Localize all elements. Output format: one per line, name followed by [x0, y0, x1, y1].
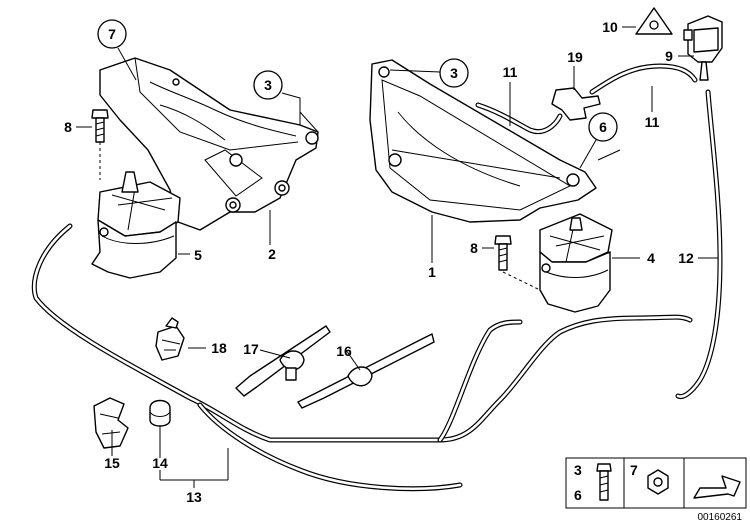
hose-clip-18 — [155, 317, 185, 361]
hose-clip-15 — [93, 397, 129, 449]
label-part-16: 16 — [336, 343, 352, 359]
label-part-11-left: 11 — [503, 64, 518, 80]
engine-mount-right — [539, 213, 613, 313]
label-part-10: 10 — [602, 19, 618, 35]
label-part-6: 6 — [599, 119, 607, 135]
label-part-12: 12 — [678, 250, 694, 266]
label-part-5: 5 — [194, 247, 202, 263]
legend-nut-icon — [647, 469, 669, 495]
label-circles — [97, 19, 618, 142]
label-part-13: 13 — [186, 489, 202, 505]
legend-arrow-icon — [693, 475, 741, 499]
engine-bracket-left — [99, 57, 319, 231]
label-part-3-left: 3 — [264, 77, 272, 93]
bolt-left — [91, 109, 109, 180]
label-part-19: 19 — [567, 49, 583, 65]
label-part-3-right: 3 — [450, 65, 458, 81]
label-part-11-right: 11 — [645, 114, 660, 130]
cable-strap-16 — [297, 333, 435, 409]
legend-label-6: 6 — [574, 487, 582, 503]
vacuum-unit — [683, 15, 723, 81]
diagram-reference-number: 00160261 — [698, 512, 743, 523]
engine-mount-left — [91, 171, 181, 279]
label-part-1: 1 — [428, 264, 436, 280]
bolt-right — [494, 235, 541, 291]
label-part-15: 15 — [104, 455, 120, 471]
legend-label-3: 3 — [574, 462, 582, 478]
label-part-8-left: 8 — [64, 119, 72, 135]
warning-triangle-icon — [635, 7, 673, 35]
hose-system — [31, 63, 723, 492]
label-part-17: 17 — [243, 341, 259, 357]
bracket-plate — [369, 59, 597, 223]
label-part-2: 2 — [268, 246, 276, 262]
label-part-18: 18 — [211, 340, 227, 356]
label-part-9: 9 — [665, 48, 673, 64]
legend-bolt-icon — [596, 463, 612, 501]
fastener-legend: 3 6 7 — [565, 457, 747, 509]
label-part-8-right: 8 — [470, 240, 478, 256]
legend-label-7: 7 — [630, 462, 638, 478]
tee-connector — [551, 87, 601, 121]
label-part-4: 4 — [647, 250, 655, 266]
label-part-14: 14 — [152, 455, 168, 471]
hose-cap-14 — [149, 399, 171, 427]
leader-lines — [76, 26, 718, 488]
label-part-7: 7 — [108, 26, 116, 42]
cable-strap-17 — [235, 325, 331, 397]
part-labels: 7 3 3 6 8 5 2 1 8 4 12 10 9 19 11 11 18 … — [64, 19, 694, 505]
